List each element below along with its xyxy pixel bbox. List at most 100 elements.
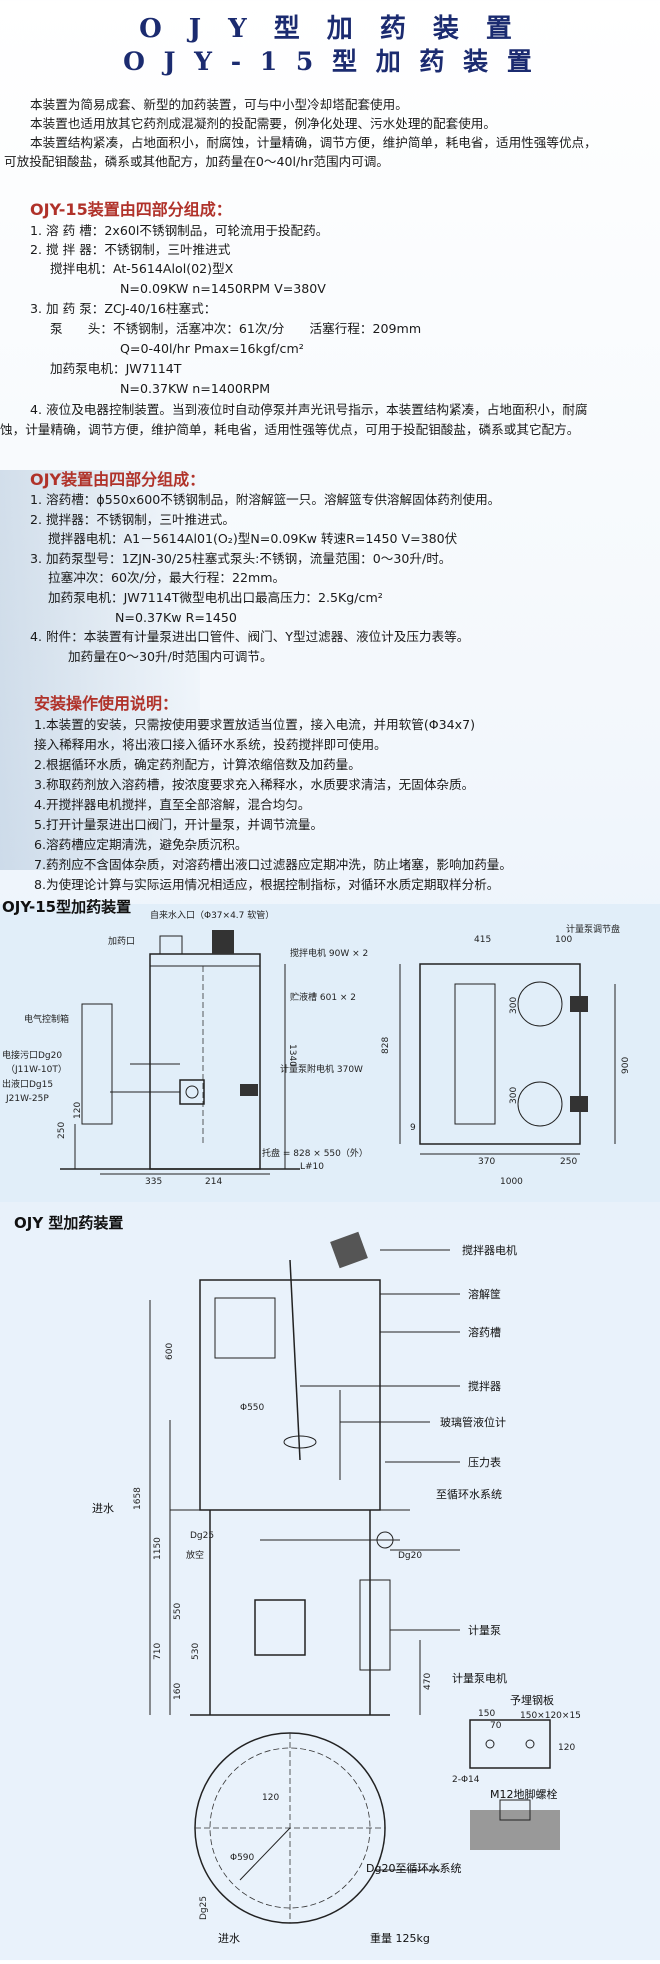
sec1-line: N=0.37KW n=1400RPM xyxy=(120,381,271,396)
tank-body xyxy=(149,953,261,1170)
label-tray: 托盘 = 828 × 550（外） xyxy=(262,1147,368,1159)
drawing2-area: 搅拌器电机 溶解筐 溶药槽 搅拌器 玻璃管液位计 压力表 至循环水系统 计量泵 … xyxy=(0,1220,660,1960)
label-stirrer: 搅拌器 xyxy=(468,1379,501,1393)
drawing2-caption: OJY 型加药装置 xyxy=(14,1214,124,1232)
label-base: L#10 xyxy=(300,1162,324,1172)
dim-550: 550 xyxy=(173,1603,183,1620)
label-dg25b: Dg25 xyxy=(199,1896,209,1920)
control-box-shape xyxy=(81,1003,113,1125)
dim-710: 710 xyxy=(153,1643,163,1660)
main-title: O J Y 型 加 药 装 置 xyxy=(139,14,521,44)
label-outlet: 出液口Dg15 xyxy=(2,1078,53,1090)
plan-radius xyxy=(239,1827,291,1881)
sec3-line: 8.为使理论计算与实际运用情况相适应，根据控制指标，对循环水质定期取样分析。 xyxy=(34,877,500,892)
label-inlet2: 进水 xyxy=(218,1932,240,1945)
label-pressure: 压力表 xyxy=(468,1455,501,1469)
dim-120: 120 xyxy=(558,1743,575,1753)
sec3-line: 1.本装置的安装，只需按使用要求置放适当位置，接入电流，并用软管(Φ34x7) xyxy=(34,717,476,732)
label-gauge: 玻璃管液位计 xyxy=(440,1415,506,1429)
pump-frame xyxy=(359,1579,391,1671)
label-inlet: 自来水入口（Φ37×4.7 软管） xyxy=(150,909,274,921)
intro-line: 本装置结构紧凑，占地面积小，耐腐蚀，计量精确，调节方便，维护简单，耗电省，适用性… xyxy=(30,135,597,150)
plan-motor-1 xyxy=(570,996,588,1012)
sec1-line: 2. 搅 拌 器：不锈钢制，三叶推进式 xyxy=(30,242,231,257)
label-basket: 溶解筐 xyxy=(468,1287,501,1301)
label-stirrer-motor: 搅拌器电机 xyxy=(462,1243,517,1257)
label-control-box: 电气控制箱 xyxy=(24,1013,69,1025)
motor-shape xyxy=(330,1231,368,1269)
dim-335: 335 xyxy=(145,1177,162,1187)
dim-1658: 1658 xyxy=(133,1487,143,1510)
sec3-line: 4.开搅拌器电机搅拌，直至全部溶解，混合均匀。 xyxy=(34,797,311,812)
impeller-shape xyxy=(283,1435,317,1449)
label-pump-dial: 计量泵调节盘 xyxy=(566,923,620,935)
dim-150: 150 xyxy=(478,1709,495,1719)
plan-outline xyxy=(419,963,581,1145)
pump-shape xyxy=(254,1599,306,1656)
label-inlet: 进水 xyxy=(92,1502,114,1515)
dim-415: 415 xyxy=(474,935,491,945)
sec3-line: 3.称取药剂放入溶药槽，按浓度要求充入稀释水，水质要求清洁，无固体杂质。 xyxy=(34,777,475,792)
label-tank: 贮液槽 601 × 2 xyxy=(290,991,356,1003)
dim-214: 214 xyxy=(205,1177,222,1187)
dim-250: 250 xyxy=(57,1122,67,1139)
sec2-line: N=0.37Kw R=1450 xyxy=(115,610,237,625)
label-pump: 计量泵 xyxy=(468,1624,501,1637)
dim-1150: 1150 xyxy=(153,1537,163,1560)
drawing2-svg: 搅拌器电机 溶解筐 溶药槽 搅拌器 玻璃管液位计 压力表 至循环水系统 计量泵 … xyxy=(92,1231,581,1945)
dim-1340: 1340 xyxy=(287,1044,297,1067)
intro-line: 可放投配钼酸盐，磷系或其他配方，加药量在0～40l/hr范围内可调。 xyxy=(4,154,389,169)
label-outlet2: J21W-25P xyxy=(5,1094,49,1104)
sec2-line: 2. 搅拌器：不锈钢制，三叶推进式。 xyxy=(30,512,235,527)
sec1-line: 1. 溶 药 槽：2x60l不锈钢制品，可轮流用于投配药。 xyxy=(30,223,329,238)
sec2-line: 拉塞冲次：60次/分，最大行程：22mm。 xyxy=(48,570,286,585)
drawing1-svg: 自来水入口（Φ37×4.7 软管） 加药口 搅拌电机 90W × 2 贮液槽 6… xyxy=(2,909,631,1187)
intro-line: 本装置也适用放其它药剂成混凝剂的投配需要，例净化处理、污水处理的配套使用。 xyxy=(30,116,496,131)
drawing1-caption: OJY-15型加药装置 xyxy=(2,898,132,916)
sec3-line: 接入稀释用水，将出液口接入循环水系统，投药搅拌即可使用。 xyxy=(34,737,387,752)
sec2-line: 加药量在0～30升/时范围内可调节。 xyxy=(68,649,273,664)
bolt-hole xyxy=(525,1739,535,1749)
pump-motor-shape xyxy=(240,1084,258,1096)
dim-900: 900 xyxy=(621,1057,631,1074)
sec2-line: 加药泵电机：JW7114T微型电机出口最高压力：2.5Kg/cm² xyxy=(48,590,383,605)
pump-wheel xyxy=(185,1085,199,1099)
dim-9: 9 xyxy=(410,1123,416,1133)
stirrer-motor-shape xyxy=(212,930,234,954)
sec1-line: 4. 液位及电器控制装置。当到液位时自动停泵并声光讯号指示，本装置结构紧凑，占地… xyxy=(30,402,588,417)
label-drain2: （J11W-10T） xyxy=(6,1064,67,1075)
sec1-line: 泵 头：不锈钢制，活塞冲次：61次/分 活塞行程：209mm xyxy=(50,321,422,336)
plan-motor-2 xyxy=(570,1096,588,1112)
dim-250b: 250 xyxy=(560,1157,577,1167)
tank-outline xyxy=(199,1279,381,1511)
dim-470: 470 xyxy=(423,1673,433,1690)
dim-1000: 1000 xyxy=(500,1177,523,1187)
label-plate-size: 150×120×15 xyxy=(520,1711,581,1721)
label-pump-motor: 计量泵附电机 370W xyxy=(280,1063,363,1075)
label-dg20-system: Dg20至循环水系统 xyxy=(366,1862,461,1875)
drawing1-area: 自来水入口（Φ37×4.7 软管） 加药口 搅拌电机 90W × 2 贮液槽 6… xyxy=(0,904,660,1202)
bolt-section xyxy=(499,1799,531,1821)
sec1-line: 3. 加 药 泵：ZCJ-40/16柱塞式： xyxy=(30,301,217,316)
dim-600: 600 xyxy=(165,1343,175,1360)
label-drain: 放空 xyxy=(186,1549,204,1561)
label-dia550: Φ550 xyxy=(240,1403,265,1413)
sec3-line: 2.根据循环水质，确定药剂配方，计算浓缩倍数及加药量。 xyxy=(34,757,361,772)
sec1-line: 蚀，计量精确，调节方便，维护简单，耗电省，适用性强等优点，可用于投配钼酸盐，磷系… xyxy=(0,422,580,437)
sec2-line: 1. 溶药槽：ϕ550x600不锈钢制品，附溶解篮一只。溶解篮专供溶解固体药剂使… xyxy=(30,492,501,507)
basket-shape xyxy=(214,1297,276,1359)
sec1-line: 加药泵电机：JW7114T xyxy=(50,361,182,376)
label-tank: 溶药槽 xyxy=(468,1325,501,1339)
dim-100: 100 xyxy=(555,935,572,945)
label-dg20: Dg20 xyxy=(398,1551,422,1561)
section-title: OJY装置由四部分组成： xyxy=(30,470,206,489)
embed-plate-shape xyxy=(469,1719,551,1769)
sec1-line: Q=0-40l/hr Pmax=16kgf/cm² xyxy=(120,341,304,356)
dosing-port-box xyxy=(159,935,183,955)
dim-120: 120 xyxy=(73,1102,83,1119)
label-pump-motor: 计量泵电机 xyxy=(452,1671,507,1685)
dim-530: 530 xyxy=(191,1643,201,1660)
dim-120b: 120 xyxy=(262,1793,279,1803)
label-weight: 重量 125kg xyxy=(370,1931,430,1945)
sec2-line: 3. 加药泵型号：1ZJN-30/25柱塞式泵头:不锈钢，流量范围：0～30升/… xyxy=(30,551,452,566)
